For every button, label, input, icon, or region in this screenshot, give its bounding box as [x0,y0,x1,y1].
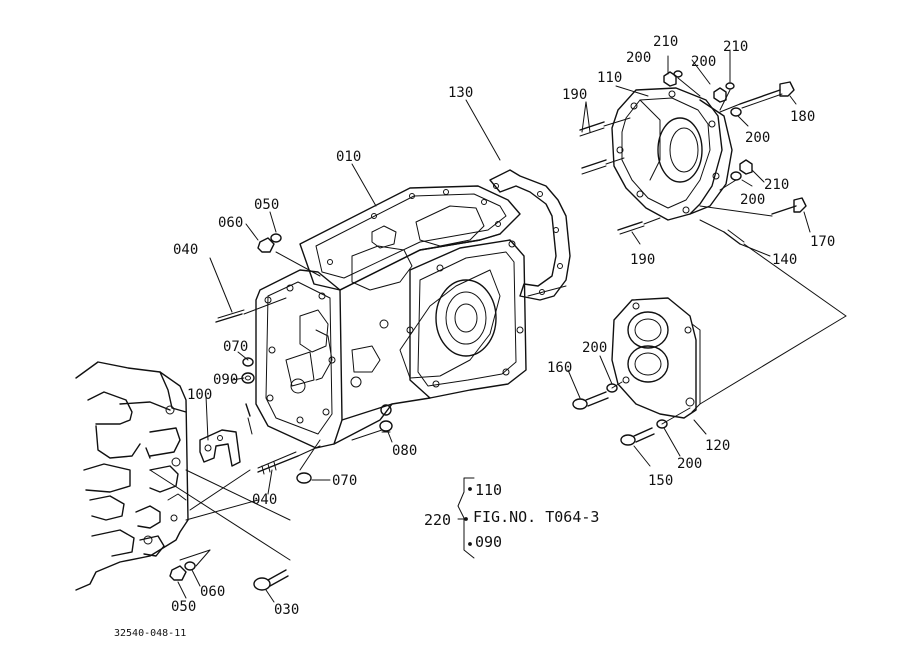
label-040-lower: 040 [252,492,277,508]
nut-washer-upper [257,233,282,253]
bolt-030 [253,569,289,591]
label-080: 080 [392,443,417,459]
leader-lines [177,49,811,603]
part-labels: 010 130 050 060 040 070 090 100 040 070 … [171,34,835,618]
gear-case [611,87,733,221]
label-120: 120 [705,438,730,454]
label-050-lower: 050 [171,599,196,615]
label-100: 100 [187,387,212,403]
bolt-180 [739,81,795,109]
bolt-160 [572,383,618,410]
stud-upper [215,309,245,323]
plug-070 [296,472,312,484]
label-200-e: 200 [582,340,607,356]
cover [611,297,701,419]
washer-070 [242,357,254,367]
bolt-170 [771,197,807,215]
label-010: 010 [336,149,361,165]
label-110: 110 [597,70,622,86]
label-210-b: 210 [723,39,748,55]
label-130: 130 [448,85,473,101]
nut-washer-lower [169,561,196,581]
reference-number: 220 [424,511,451,529]
label-190-lower: 190 [630,252,655,268]
label-060-lower: 060 [200,584,225,600]
figure-reference: 220 110 FIG.NO. T064-3 090 [424,477,599,559]
label-200-b: 200 [691,54,716,70]
bolt-150 [620,419,668,446]
pin-020 [245,403,251,417]
label-190-upper: 190 [562,87,587,103]
studs-190-upper [579,121,607,175]
transmission-case [255,185,527,449]
label-210-c: 210 [764,177,789,193]
alignment-lines [149,77,847,567]
label-030: 030 [274,602,299,618]
reference-figure: FIG.NO. T064-3 [473,508,599,526]
label-090: 090 [213,372,238,388]
label-200-a: 200 [626,50,651,66]
stud-190-lower [617,221,645,235]
stud-lower [257,451,299,475]
front-housing-fragment [75,361,189,591]
label-150: 150 [648,473,673,489]
label-180: 180 [790,109,815,125]
reference-bottom: 090 [475,533,502,551]
label-070-lower: 070 [332,473,357,489]
bracket-100 [199,429,241,467]
label-200-f: 200 [677,456,702,472]
label-170: 170 [810,234,835,250]
label-200-c: 200 [745,130,770,146]
plug-080 [379,420,393,433]
label-060-upper: 060 [218,215,243,231]
label-210-a: 210 [653,34,678,50]
label-140: 140 [772,252,797,268]
label-200-d: 200 [740,192,765,208]
label-160: 160 [547,360,572,376]
reference-top: 110 [475,481,502,499]
pin-140 [723,229,745,245]
gasket [489,169,571,301]
drawing-code: 32540-048-11 [114,628,186,639]
label-050-upper: 050 [254,197,279,213]
label-040-upper: 040 [173,242,198,258]
label-070-upper: 070 [223,339,248,355]
